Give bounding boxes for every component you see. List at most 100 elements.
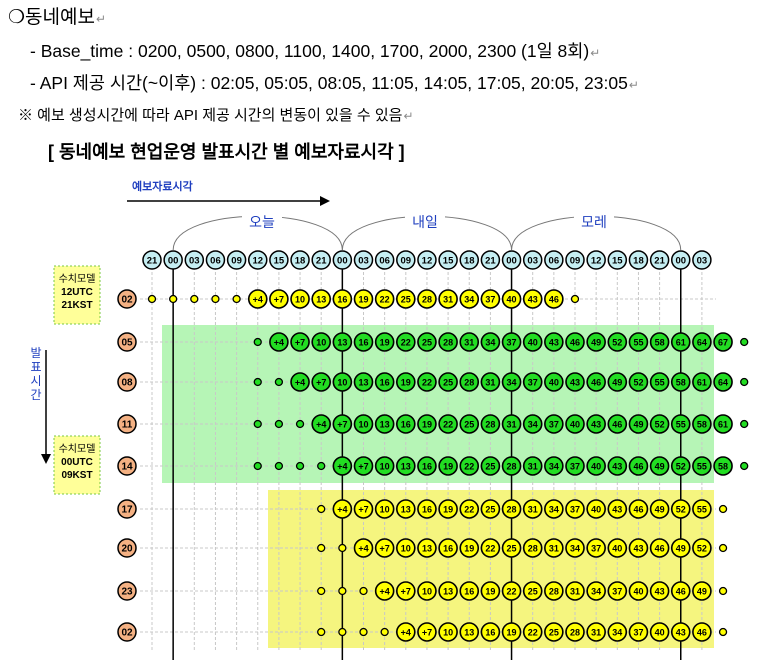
forecast-hour-circle [544,499,564,519]
model-box-00utc-text: 09KST [61,470,92,481]
forecast-hour-label: 28 [549,587,559,597]
forecast-hour-label: 46 [591,378,601,388]
forecast-hour-circle [353,372,374,392]
forecast-hour-label: 19 [507,628,517,638]
forecast-hour-label: 25 [485,462,495,472]
issue-time-circle [117,289,137,309]
forecast-hour-circle [692,538,712,558]
issue-time-label: 02 [121,295,133,306]
forecast-hour-circle [459,581,480,601]
small-dot [211,294,220,304]
model-box-00utc-text: 00UTC [61,457,93,468]
forecast-hour-label: 22 [401,338,411,348]
forecast-hour-label: 22 [528,628,538,638]
forecast-hour-circle [586,499,606,519]
forecast-hour-circle [438,622,458,642]
small-dot [253,337,262,347]
forecast-hour-circle [586,456,606,476]
forecast-hour-circle [311,332,332,352]
forecast-hour-circle [374,332,395,352]
hour-label: 18 [295,256,306,267]
hour-label: 21 [485,256,496,267]
hour-circle [184,250,205,270]
forecast-hour-label: 25 [401,295,411,305]
forecast-hour-circle [692,499,712,519]
forecast-hour-label: 52 [655,420,665,430]
forecast-hour-label: 43 [676,628,686,638]
hour-circle [522,250,543,270]
forecast-hour-circle [332,372,353,392]
forecast-hour-label: 22 [422,378,432,388]
forecast-hour-circle [459,332,480,352]
forecast-hour-circle [353,332,374,352]
hour-label: 06 [210,256,221,267]
forecast-hour-circle [607,581,628,601]
forecast-hour-circle [544,538,564,558]
forecast-hour-label: 46 [697,628,707,638]
forecast-hour-label: 16 [422,462,432,472]
forecast-hour-circle [628,499,649,519]
model-box-12utc [53,265,101,325]
forecast-hour-circle [565,414,585,434]
forecast-hour-circle [417,538,437,558]
forecast-hour-label: 13 [380,420,390,430]
forecast-hour-label: 25 [507,544,517,554]
forecast-hour-circle [417,456,437,476]
hour-circle [417,250,437,270]
forecast-hour-circle [374,456,395,476]
forecast-hour-circle [670,414,691,434]
forecast-hour-label: 19 [422,420,432,430]
forecast-hour-circle [438,414,458,434]
small-dot [359,627,368,637]
issue-time-circle [117,499,137,519]
forecast-hour-label: +4 [337,462,347,472]
forecast-hour-label: 55 [633,338,643,348]
forecast-hour-label: 34 [464,295,474,305]
hour-label: 00 [675,256,686,267]
forecast-hour-label: 46 [633,462,643,472]
forecast-hour-label: +7 [274,295,284,305]
small-dot [253,419,262,429]
forecast-hour-circle [713,372,733,392]
issue-time-label: 02 [121,628,133,639]
forecast-hour-circle [269,289,289,309]
time-arrow-head [320,196,330,206]
forecast-hour-label: 16 [380,378,390,388]
forecast-hour-label: 40 [591,505,601,515]
hour-label: 21 [654,256,665,267]
forecast-hour-circle [353,538,374,558]
forecast-hour-label: 13 [464,628,474,638]
small-dot [274,377,284,387]
forecast-hour-circle [374,372,395,392]
issue-time-label: 23 [121,587,133,598]
forecast-hour-circle [628,332,649,352]
forecast-hour-label: 55 [697,505,707,515]
forecast-hour-circle [670,581,691,601]
forecast-hour-label: 52 [633,378,643,388]
forecast-hour-circle [586,372,606,392]
forecast-hour-label: 34 [549,505,559,515]
forecast-hour-label: 22 [443,420,453,430]
forecast-hour-label: 46 [655,544,665,554]
forecast-hour-circle [395,499,416,519]
hour-circle [501,250,522,270]
model-box-12utc-text: 21KST [61,300,92,311]
forecast-hour-circle [501,499,522,519]
arrow-label: 예보자료시각 [132,179,193,193]
vertical-arrow-head [41,454,51,464]
forecast-hour-circle [692,456,712,476]
forecast-hour-circle [438,372,458,392]
forecast-hour-circle [607,538,628,558]
hour-circle [374,250,395,270]
section-heading: ❍동네예보↵ [8,7,107,28]
forecast-hour-circle [522,332,543,352]
forecast-hour-circle [395,622,416,642]
forecast-hour-circle [501,456,522,476]
forecast-hour-circle [459,414,480,434]
forecast-hour-circle [501,289,522,309]
forecast-hour-label: +7 [358,462,368,472]
forecast-hour-label: 40 [612,544,622,554]
forecast-hour-label: 16 [443,544,453,554]
base-time-line: - Base_time : 0200, 0500, 0800, 1100, 14… [30,41,601,61]
forecast-hour-circle [501,372,522,392]
